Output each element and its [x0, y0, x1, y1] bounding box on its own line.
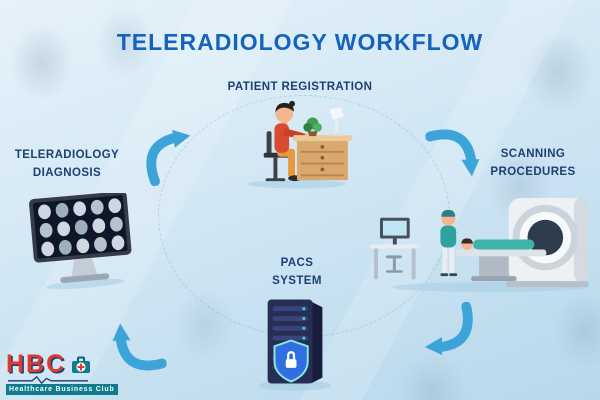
logo-text: HBC — [6, 350, 67, 378]
arrow-pacs-to-diagnosis — [112, 323, 167, 371]
label-line: PROCEDURES — [490, 165, 576, 178]
logo-tagline: Healthcare Business Club — [6, 383, 118, 395]
ecg-line-icon — [8, 375, 88, 384]
secure-server-tower-illustration — [258, 299, 332, 391]
arrow-scanning-to-pacs — [424, 302, 473, 356]
medical-kit-icon — [72, 356, 91, 373]
label-line: TELERADIOLOGY — [14, 149, 120, 161]
label-line: SCANNING — [500, 148, 566, 160]
label-scanning-procedures: SCANNING PROCEDURES — [474, 146, 592, 182]
page-title: TELERADIOLOGY WORKFLOW — [116, 29, 484, 55]
label-patient-registration: PATIENT REGISTRATION — [0, 79, 600, 97]
label-line: PACS — [280, 257, 314, 269]
label-line: SYSTEM — [272, 274, 322, 287]
arrow-registration-to-scanning — [425, 129, 480, 177]
label-line: PATIENT REGISTRATION — [227, 81, 373, 93]
monitor-with-radiology-scans-illustration — [29, 193, 132, 290]
label-pacs-system: PACS SYSTEM — [247, 255, 347, 291]
label-line: DIAGNOSIS — [32, 166, 102, 179]
receptionist-at-desk-illustration — [248, 100, 352, 189]
arrow-diagnosis-to-registration — [146, 129, 191, 187]
label-teleradiology-diagnosis: TELERADIOLOGY DIAGNOSIS — [2, 147, 132, 183]
mri-scanner-with-patient-illustration — [370, 197, 590, 293]
hbc-logo: HBC Healthcare Business Club — [6, 350, 136, 395]
